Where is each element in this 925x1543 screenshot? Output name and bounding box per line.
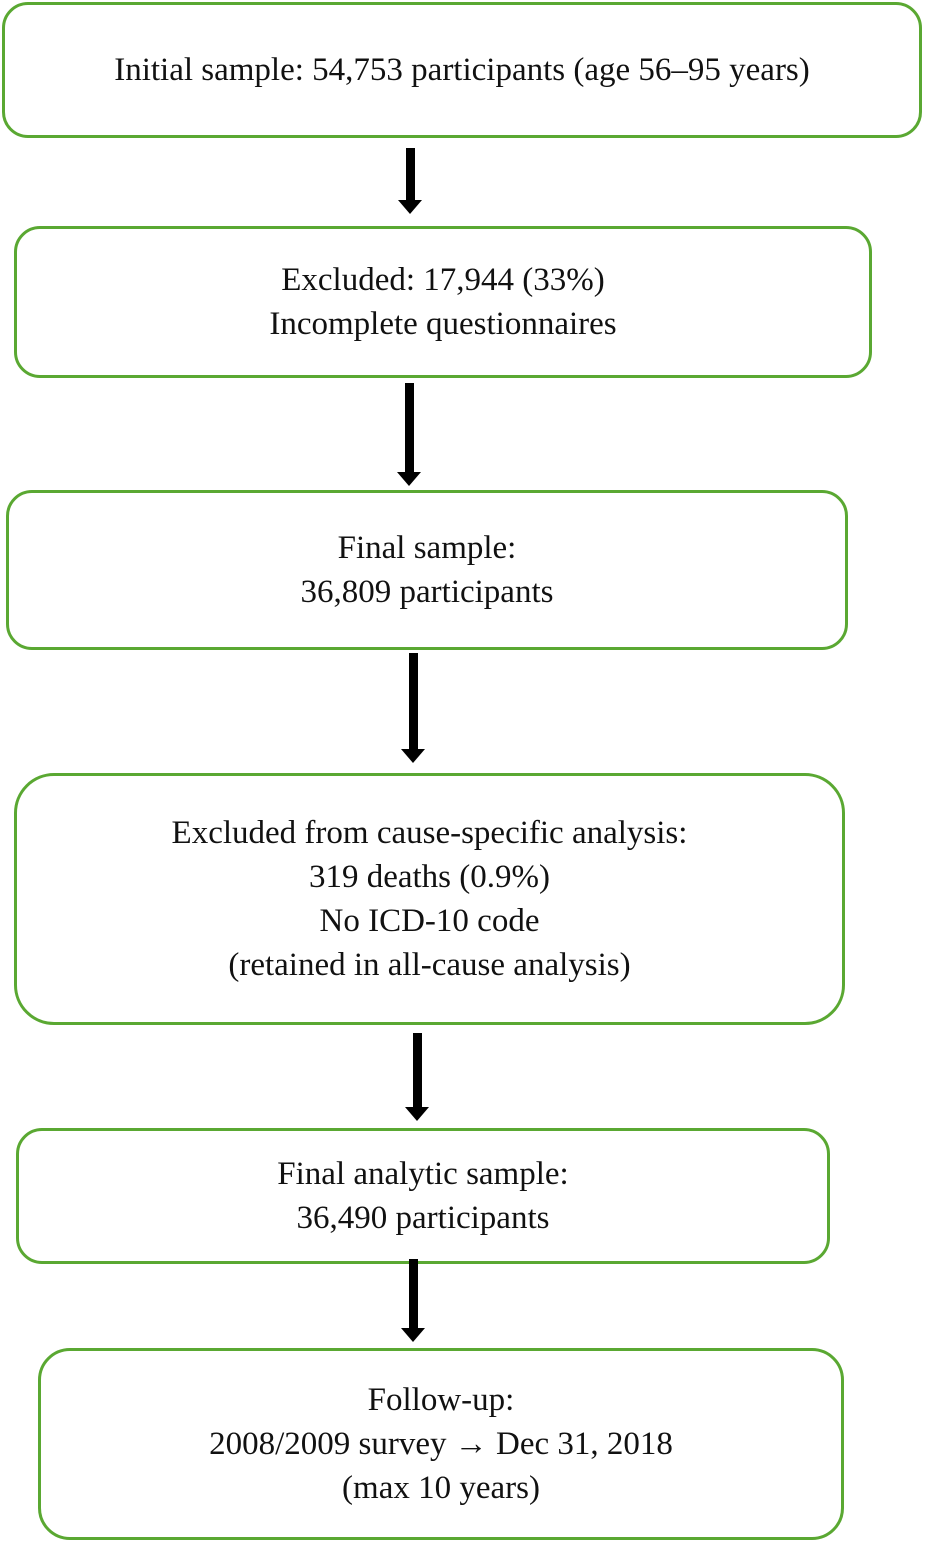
initial-sample-box: Initial sample: 54,753 participants (age… xyxy=(2,2,922,138)
final-analytic-sample-label: Final analytic sample: xyxy=(277,1156,569,1192)
final-analytic-sample-count: 36,490 participants xyxy=(296,1200,550,1236)
arrow-down-icon xyxy=(397,383,421,486)
final-sample-box: Final sample: 36,809 participants xyxy=(6,490,848,650)
follow-up-period: 2008/2009 survey → Dec 31, 2018 xyxy=(209,1426,673,1462)
excluded-count-text: Excluded: 17,944 (33%) xyxy=(281,262,605,298)
excluded-deaths-count: 319 deaths (0.9%) xyxy=(308,859,550,895)
arrow-down-icon xyxy=(398,148,422,214)
excluded-deaths-reason: No ICD-10 code xyxy=(319,903,540,939)
excluded-incomplete-box: Excluded: 17,944 (33%) Incomplete questi… xyxy=(14,226,872,378)
initial-sample-text: Initial sample: 54,753 participants (age… xyxy=(114,52,810,88)
excluded-cause-specific-label: Excluded from cause-specific analysis: xyxy=(171,815,688,851)
excluded-deaths-note: (retained in all-cause analysis) xyxy=(228,947,631,983)
follow-up-max: (max 10 years) xyxy=(342,1470,540,1506)
arrow-down-icon xyxy=(405,1033,429,1121)
excluded-reason-text: Incomplete questionnaires xyxy=(269,306,617,342)
follow-up-box: Follow-up: 2008/2009 survey → Dec 31, 20… xyxy=(38,1348,844,1540)
final-analytic-sample-box: Final analytic sample: 36,490 participan… xyxy=(16,1128,830,1264)
excluded-cause-specific-box: Excluded from cause-specific analysis: 3… xyxy=(14,773,845,1025)
arrow-down-icon xyxy=(401,1259,425,1342)
arrow-down-icon xyxy=(401,653,425,763)
final-sample-label: Final sample: xyxy=(337,530,517,566)
final-sample-count: 36,809 participants xyxy=(300,574,554,610)
follow-up-label: Follow-up: xyxy=(367,1382,515,1418)
